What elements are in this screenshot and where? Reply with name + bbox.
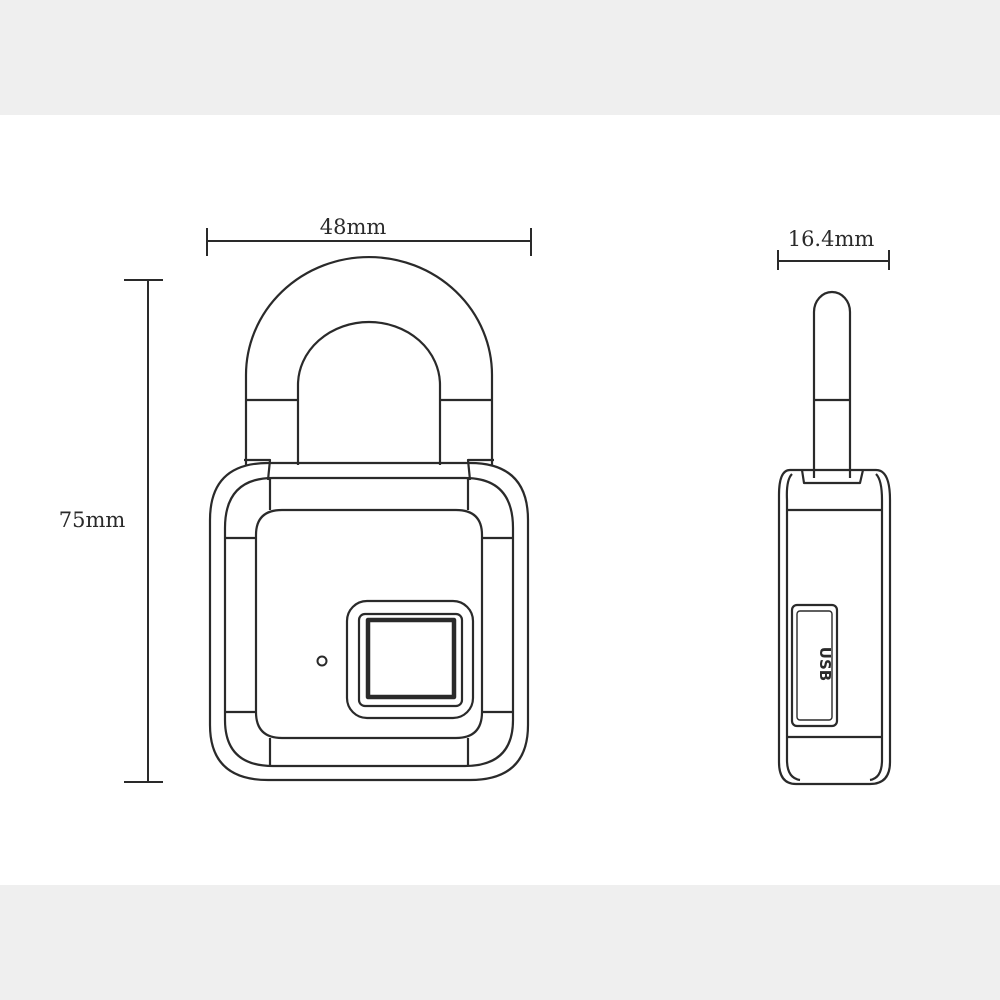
padlock-front-view xyxy=(208,255,530,782)
fingerprint-sensor-pad xyxy=(365,617,457,700)
front-shackle-outer xyxy=(244,255,494,465)
width-dimension-label: 48mm xyxy=(320,215,387,239)
usb-port-cover xyxy=(790,603,839,728)
usb-port-label: USB xyxy=(816,647,834,681)
front-shackle-inner xyxy=(296,320,442,465)
width-dimension xyxy=(206,228,532,256)
height-dimension-label: 75mm xyxy=(59,508,126,532)
padlock-side-view xyxy=(777,290,892,786)
indicator-light xyxy=(316,655,328,667)
front-body-shoulder xyxy=(244,458,494,481)
side-body-panel-left xyxy=(785,473,801,782)
usb-port-inner xyxy=(796,610,833,721)
top-gray-band xyxy=(0,0,1000,115)
height-dimension xyxy=(124,279,163,783)
bottom-gray-band xyxy=(0,885,1000,1000)
fingerprint-sensor-frame xyxy=(357,612,464,708)
depth-dimension-label: 16.4mm xyxy=(788,227,875,251)
side-shackle xyxy=(812,290,852,478)
side-body-outer xyxy=(777,468,892,786)
front-body-outer xyxy=(208,461,530,782)
front-body-bezel xyxy=(223,476,515,768)
side-shackle-cap xyxy=(800,469,865,485)
front-face-panel xyxy=(254,508,484,740)
fingerprint-sensor-housing xyxy=(345,599,475,720)
depth-dimension xyxy=(777,250,890,270)
side-body-panel-right xyxy=(869,473,884,782)
